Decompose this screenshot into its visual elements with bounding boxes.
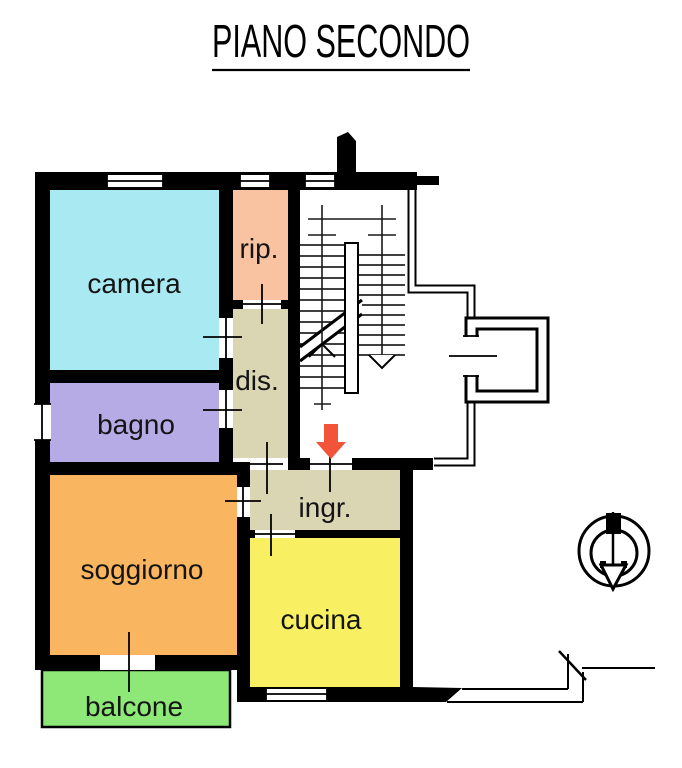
entrance-arrow-icon bbox=[316, 424, 346, 459]
doors bbox=[100, 284, 352, 692]
room-cucina bbox=[250, 538, 400, 687]
window-camera bbox=[106, 173, 164, 189]
wall-soggiorno-cucina bbox=[237, 462, 250, 702]
landing-balcony-inner bbox=[475, 327, 539, 393]
window-cucina bbox=[265, 687, 328, 701]
label-rip: rip. bbox=[240, 233, 279, 264]
label-cucina: cucina bbox=[281, 604, 362, 635]
door-camera bbox=[203, 318, 242, 358]
north-arrow-icon bbox=[577, 512, 651, 593]
door-landing bbox=[449, 335, 497, 377]
room-rip bbox=[232, 190, 288, 300]
room-ingr bbox=[250, 470, 400, 530]
label-balcone: balcone bbox=[85, 691, 183, 722]
wall-right bbox=[400, 458, 413, 702]
window-stairwell bbox=[304, 173, 336, 189]
stairs-down-chevron bbox=[368, 354, 396, 370]
wall-camera-bagno bbox=[35, 370, 225, 383]
room-soggiorno bbox=[50, 475, 237, 655]
wall-stairwell-left bbox=[288, 190, 300, 470]
door-entrance bbox=[310, 440, 352, 492]
label-soggiorno: soggiorno bbox=[81, 554, 204, 585]
wall-top-tail bbox=[417, 176, 439, 185]
wall-ingr-cucina bbox=[250, 530, 400, 538]
wall-bottom-taper bbox=[413, 687, 462, 702]
wall-top bbox=[35, 172, 417, 190]
staircase bbox=[299, 205, 405, 410]
stairs-up-chevron bbox=[308, 342, 336, 358]
door-balcone bbox=[100, 632, 155, 692]
door-rip bbox=[243, 284, 281, 324]
exterior-landing bbox=[407, 190, 550, 467]
room-balcone bbox=[40, 668, 232, 729]
room-dis bbox=[232, 309, 288, 458]
wall-bagno-soggiorno bbox=[35, 462, 250, 475]
room-camera bbox=[50, 190, 219, 370]
door-bagno bbox=[203, 390, 242, 428]
door-soggiorno bbox=[225, 487, 261, 517]
window-bagno bbox=[34, 403, 51, 441]
window-rip bbox=[239, 173, 271, 189]
section-cut-mark bbox=[447, 650, 655, 703]
room-labels: camera rip. dis. bagno soggiorno ingr. c… bbox=[81, 233, 362, 722]
label-ingr: ingr. bbox=[299, 492, 352, 523]
label-dis: dis. bbox=[235, 365, 279, 396]
door-cucina bbox=[255, 514, 295, 556]
windows bbox=[34, 173, 336, 701]
label-bagno: bagno bbox=[97, 409, 175, 440]
page-title: PIANO SECONDO bbox=[212, 15, 470, 67]
rooms bbox=[40, 190, 400, 729]
door-dis-ingr bbox=[250, 442, 283, 494]
stairs-stringer bbox=[344, 242, 359, 394]
label-camera: camera bbox=[87, 268, 181, 299]
chimney-stub bbox=[337, 132, 356, 174]
room-bagno bbox=[50, 383, 219, 462]
